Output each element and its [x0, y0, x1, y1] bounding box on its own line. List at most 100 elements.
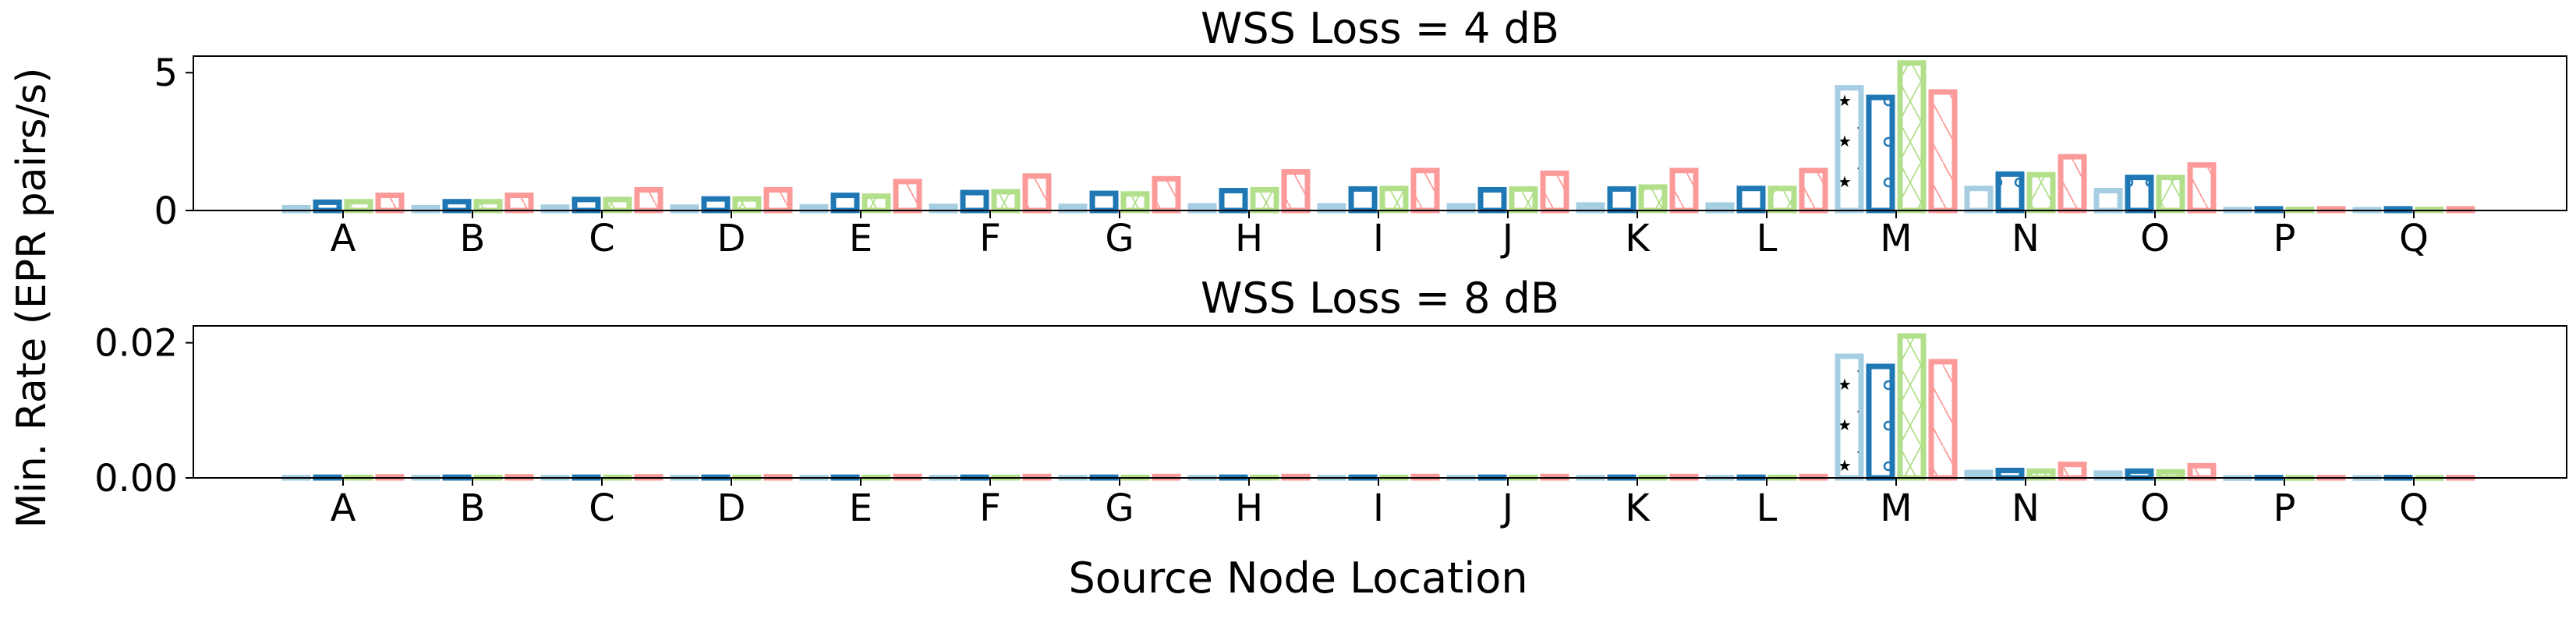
bar-hatch — [994, 191, 1017, 210]
bar-hatch — [637, 189, 660, 210]
x-tick-label: O — [2140, 217, 2170, 260]
x-tick-label: J — [1500, 217, 1513, 260]
bar-hatch — [1900, 336, 1923, 478]
bar-hatch — [1222, 190, 1245, 210]
x-tick-label: N — [2012, 486, 2040, 530]
bar-hatch — [1641, 186, 1665, 210]
bar-hatch — [1123, 193, 1147, 210]
bar-hatch — [1708, 204, 1732, 210]
x-tick-label: P — [2273, 486, 2296, 530]
x-tick-label: Q — [2399, 217, 2429, 260]
bar-hatch — [2061, 157, 2084, 210]
bar-hatch — [1838, 87, 1861, 211]
bar-hatch — [896, 181, 919, 210]
bar-hatch — [963, 193, 986, 210]
x-tick-label: Q — [2399, 486, 2429, 530]
x-tick-label: H — [1235, 217, 1263, 260]
bar-hatch — [1579, 204, 1602, 210]
bar-hatch — [2159, 472, 2182, 478]
bar-hatch — [476, 201, 500, 210]
y-tick-label: 0.00 — [94, 457, 178, 501]
x-tick-label: C — [589, 486, 615, 530]
bar-hatch — [2128, 471, 2151, 478]
axes-frame — [193, 55, 2567, 211]
bar-hatch — [865, 196, 888, 210]
bar-hatch — [2029, 471, 2053, 478]
bar-hatch — [1155, 179, 1178, 210]
bar-hatch — [606, 199, 629, 210]
x-tick-label: O — [2140, 486, 2170, 530]
bar-hatch — [704, 199, 727, 210]
bar-hatch — [735, 199, 759, 210]
x-tick-label: C — [589, 217, 615, 260]
bar-hatch — [1771, 188, 1794, 210]
panel-title: WSS Loss = 4 dB — [1201, 4, 1559, 53]
bar-hatch — [508, 195, 531, 210]
x-tick-label: F — [979, 486, 1001, 530]
axes-frame — [193, 325, 2567, 479]
x-tick-label: G — [1105, 217, 1134, 260]
bar-hatch — [2128, 177, 2151, 210]
y-tick-label: 0.02 — [94, 322, 178, 366]
bar-hatch — [1869, 97, 1892, 211]
bar-outline — [1964, 469, 1994, 481]
bar-hatch — [1610, 189, 1633, 210]
x-tick-label: K — [1625, 486, 1651, 530]
bar-hatch — [1967, 188, 1990, 210]
x-tick-label: B — [460, 217, 486, 260]
bar-hatch — [347, 201, 370, 210]
x-tick-label: L — [1757, 217, 1778, 260]
x-tick-label: E — [849, 217, 872, 260]
bar-hatch — [445, 201, 469, 210]
bar-hatch — [1414, 170, 1437, 210]
bar-hatch — [1092, 193, 1116, 210]
bar-hatch — [1025, 175, 1049, 210]
bar-hatch — [2097, 190, 2120, 210]
bar-hatch — [2029, 175, 2053, 210]
x-tick-label: I — [1373, 486, 1384, 530]
x-tick-label: D — [717, 486, 746, 530]
bar-hatch — [1869, 366, 1892, 478]
x-tick-label: G — [1105, 486, 1134, 530]
bar-hatch — [1739, 188, 1763, 210]
x-tick-label: J — [1500, 486, 1513, 530]
bar-hatch — [2190, 465, 2213, 478]
bar-hatch — [1284, 172, 1307, 210]
bar-hatch — [1512, 189, 1535, 210]
bar-hatch — [2061, 464, 2084, 478]
y-tick-label: 0 — [154, 189, 178, 233]
bar-group — [281, 333, 2475, 481]
bar-hatch — [2190, 164, 2213, 210]
bar-hatch — [378, 195, 402, 210]
bar-hatch — [1672, 170, 1696, 210]
bar-hatch — [316, 202, 339, 210]
bar-hatch — [1481, 189, 1504, 210]
bar-hatch — [766, 189, 790, 210]
bar-hatch — [1838, 356, 1861, 478]
x-tick-label: N — [2012, 217, 2040, 260]
y-axis-label: Min. Rate (EPR pairs/s) — [9, 68, 55, 529]
x-tick-label: L — [1757, 486, 1778, 530]
x-axis-label: Source Node Location — [1068, 554, 1527, 603]
bar-hatch — [1998, 470, 2022, 478]
x-tick-label: A — [331, 217, 356, 260]
bar-group — [281, 60, 2475, 214]
y-tick-label: 5 — [154, 51, 178, 95]
bar-hatch — [1382, 188, 1406, 210]
bar-hatch — [575, 199, 598, 210]
x-tick-label: F — [979, 217, 1001, 260]
bar-hatch — [1543, 173, 1566, 210]
bar-hatch — [1900, 62, 1923, 210]
x-tick-label: M — [1880, 486, 1912, 530]
panel-title: WSS Loss = 8 dB — [1201, 274, 1559, 323]
x-tick-label: D — [717, 217, 746, 260]
x-tick-label: A — [331, 486, 356, 530]
bar-hatch — [1931, 91, 1955, 210]
bar-hatch — [1998, 174, 2022, 210]
x-tick-label: E — [849, 486, 872, 530]
bar-hatch — [1253, 189, 1276, 210]
bar-hatch — [1931, 361, 1955, 478]
bar-hatch — [1351, 189, 1375, 210]
